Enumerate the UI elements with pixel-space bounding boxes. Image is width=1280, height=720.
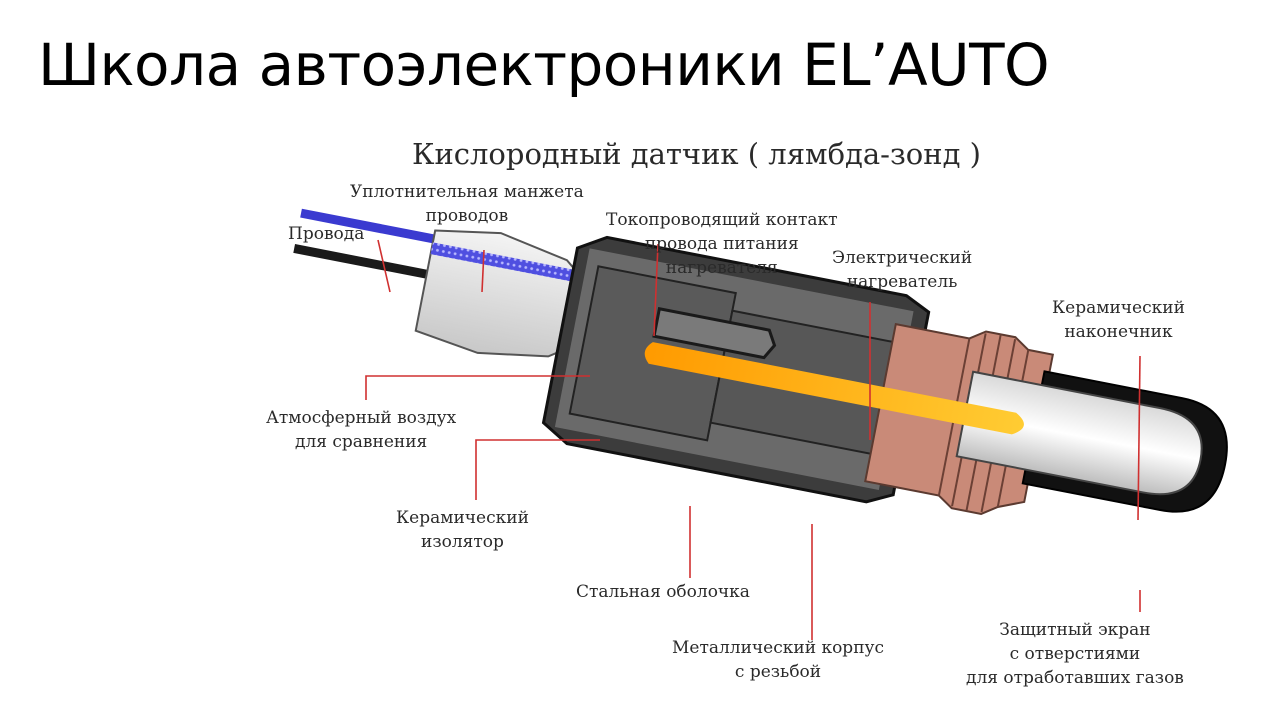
label-threaded-body: Металлический корпус с резьбой xyxy=(672,638,885,682)
electric-heater xyxy=(644,342,1024,435)
ceramic-tip xyxy=(955,370,1203,496)
diagram-title: Кислородный датчик ( лямбда-зонд ) xyxy=(412,137,981,171)
label-wires: Провода xyxy=(288,224,365,244)
label-ceramic-insulator: Керамический изолятор xyxy=(396,508,529,552)
slide-title: Школа автоэлектроники EL’AUTO xyxy=(38,31,1050,99)
wire-black xyxy=(293,244,453,284)
label-reference-air: Атмосферный воздух для сравнения xyxy=(266,408,457,452)
wire-in-boot xyxy=(430,242,581,283)
pointer-lines xyxy=(365,239,1141,640)
label-wire-seal: Уплотнительная манжета проводов xyxy=(350,182,584,226)
label-protective-shield: Защитный экран с отверстиями для отработ… xyxy=(966,620,1184,688)
label-steel-shell: Стальная оболочка xyxy=(576,582,750,602)
label-electric-heater: Электрический нагреватель xyxy=(832,248,973,292)
label-heater-contact: Токопроводящий контакт провода питания н… xyxy=(606,210,838,278)
label-ceramic-tip: Керамический наконечник xyxy=(1052,298,1185,342)
